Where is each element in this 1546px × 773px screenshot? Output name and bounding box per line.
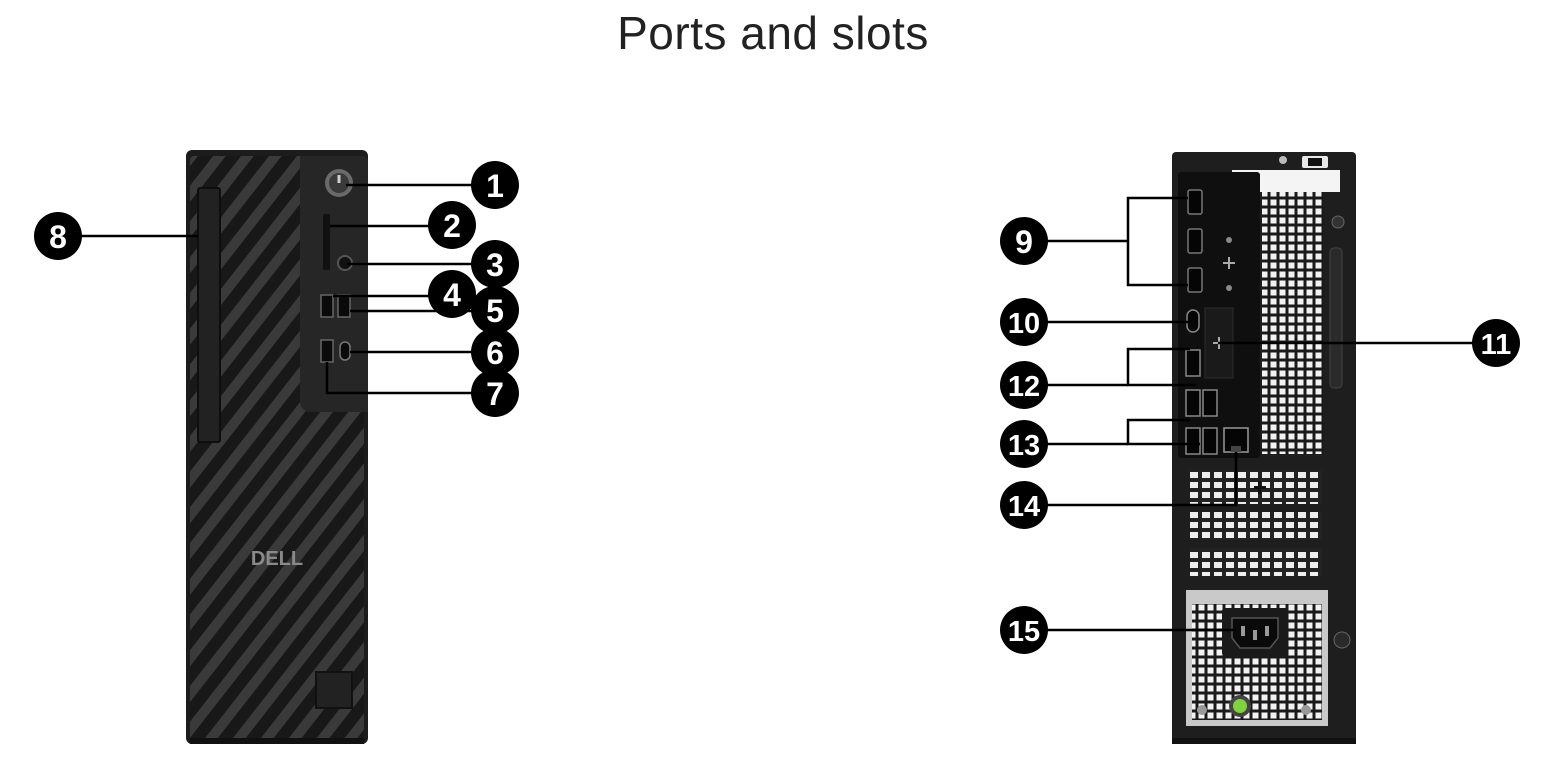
callout-13: 13: [1000, 420, 1048, 468]
dell-logo: DELL: [251, 548, 303, 570]
callout-4: 4: [428, 270, 476, 318]
ethernet-clip: [1231, 446, 1241, 452]
psu-screw-left: [1197, 705, 1207, 715]
page-title: Ports and slots: [617, 7, 929, 59]
callout-8-label: 8: [49, 219, 67, 255]
usb-a-port-12c: [1202, 389, 1218, 417]
rear-foot: [1172, 738, 1356, 744]
usb-a-port-5: [337, 294, 351, 318]
usb-a-port-12b: [1185, 389, 1201, 417]
rear-screw-top: [1279, 156, 1287, 164]
usb-a-port-12a: [1185, 349, 1201, 377]
usb-c-port: [339, 341, 351, 361]
callout-14: 14: [1000, 481, 1048, 529]
callout-11: 11: [1472, 319, 1520, 367]
displayport-3: [1187, 267, 1203, 293]
callout-15: 15: [1000, 606, 1048, 654]
callout-2: 2: [428, 201, 476, 249]
callout-9-label: 9: [1015, 224, 1033, 260]
callout-5-label: 5: [486, 293, 504, 329]
callout-7: 7: [471, 369, 519, 417]
callout-1: 1: [471, 161, 519, 209]
inlet-pin-2: [1253, 630, 1257, 640]
expansion-slot-3: [1190, 548, 1322, 576]
inlet-pin-1: [1241, 626, 1245, 636]
callout-11-label: 11: [1481, 329, 1512, 361]
callout-4-label: 4: [443, 277, 461, 313]
callout-5: 5: [471, 286, 519, 334]
front-badge: [315, 671, 353, 709]
callout-6: 6: [471, 328, 519, 376]
expansion-slot-2: [1190, 512, 1322, 540]
psu-screw-right: [1301, 705, 1311, 715]
callout-8: 8: [34, 212, 82, 260]
callout-13-label: 13: [1008, 430, 1040, 462]
callout-7-label: 7: [486, 376, 504, 412]
front-foot: [190, 738, 364, 744]
usb-a-port-4: [320, 294, 334, 318]
usb-a-port-13b: [1202, 427, 1218, 455]
knockout-dot-1: [1226, 237, 1232, 243]
callout-markers: 1 2 3 4 5 6 7 8 9 10 11 12 13 14 15: [34, 161, 1520, 654]
callout-14-label: 14: [1008, 491, 1040, 523]
rear-thumbscrew: [1331, 215, 1345, 229]
rear-side-knob: [1333, 631, 1351, 649]
usb-a-port-13a: [1185, 427, 1201, 455]
callout-15-label: 15: [1008, 616, 1040, 648]
callout-3-label: 3: [486, 247, 504, 283]
callout-10: 10: [1000, 298, 1048, 346]
psu-led: [1233, 699, 1247, 713]
knockout-dot-2: [1226, 285, 1232, 291]
knockout-plus-v: [1228, 257, 1230, 269]
power-icon: [337, 175, 341, 183]
callout-2-label: 2: [443, 208, 461, 244]
rear-handle: [1329, 247, 1343, 389]
callout-6-label: 6: [486, 335, 504, 371]
front-view: DELL: [186, 150, 368, 744]
displayport-1: [1187, 189, 1203, 215]
security-lock-hole: [1308, 158, 1322, 166]
usb-a-port-7: [320, 339, 334, 363]
displayport-2: [1187, 228, 1203, 254]
front-io-panel: [300, 156, 368, 412]
callout-9: 9: [1000, 217, 1048, 265]
rear-view: [1172, 152, 1356, 744]
callout-1-label: 1: [486, 168, 504, 204]
optical-drive-bay: [197, 187, 221, 443]
inlet-pin-3: [1265, 626, 1269, 636]
slot-plus-v: [1258, 481, 1261, 494]
rear-top-vent: [1262, 192, 1324, 454]
callout-3: 3: [471, 240, 519, 288]
callout-12: 12: [1000, 361, 1048, 409]
sd-card-slot: [323, 214, 330, 270]
callout-12-label: 12: [1008, 371, 1040, 403]
callout-10-label: 10: [1008, 308, 1040, 340]
